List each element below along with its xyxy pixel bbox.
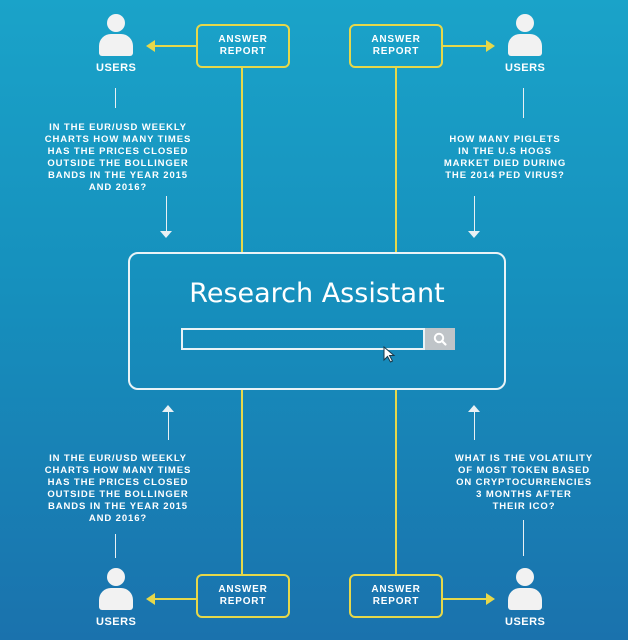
question-line: THE 2014 PED VIRUS? bbox=[445, 170, 565, 181]
user-label: USERS bbox=[505, 62, 546, 74]
arrow-right-icon bbox=[486, 40, 495, 52]
search-input[interactable] bbox=[181, 328, 425, 350]
question-line: THEIR ICO? bbox=[492, 501, 556, 512]
question-line: OUTSIDE THE BOLLINGER bbox=[47, 158, 189, 169]
user-line-top-left bbox=[115, 88, 116, 108]
question-top-right: HOW MANY PIGLETS IN THE U.S HOGS MARKET … bbox=[430, 134, 580, 182]
connector-bottom-right bbox=[395, 390, 397, 574]
question-line: OF MOST TOKEN BASED bbox=[458, 465, 590, 476]
user-label: USERS bbox=[96, 616, 137, 628]
question-line: HAS THE PRICES CLOSED bbox=[47, 477, 189, 488]
search-button[interactable] bbox=[425, 328, 455, 350]
question-line: ON CRYPTOCURRENCIES bbox=[456, 477, 592, 488]
question-bottom-left: IN THE EUR/USD WEEKLY CHARTS HOW MANY TI… bbox=[30, 453, 206, 525]
arrow-left-icon bbox=[146, 593, 155, 605]
user-line-bottom-right bbox=[523, 520, 524, 556]
user-bottom-left: USERS bbox=[96, 568, 136, 628]
user-bottom-right: USERS bbox=[505, 568, 545, 628]
arrow-down-icon bbox=[468, 231, 480, 238]
report-line2: REPORT bbox=[372, 596, 420, 607]
question-line: AND 2016? bbox=[88, 513, 148, 524]
search-icon bbox=[433, 332, 447, 346]
report-link-bottom-left bbox=[155, 598, 197, 600]
report-line1: ANSWER bbox=[218, 34, 268, 45]
report-line1: ANSWER bbox=[371, 584, 421, 595]
arrow-up-icon bbox=[468, 405, 480, 412]
question-line: CHARTS HOW MANY TIMES bbox=[44, 134, 192, 145]
report-line1: ANSWER bbox=[218, 584, 268, 595]
question-line-up-left bbox=[168, 412, 169, 440]
user-label: USERS bbox=[96, 62, 137, 74]
user-top-left: USERS bbox=[96, 14, 136, 74]
question-line: IN THE U.S HOGS bbox=[458, 146, 552, 157]
answer-report-bottom-right: ANSWER REPORT bbox=[349, 574, 443, 618]
question-line: HOW MANY PIGLETS bbox=[449, 134, 561, 145]
cursor-icon bbox=[383, 346, 396, 363]
user-icon bbox=[98, 568, 134, 614]
connector-bottom-left bbox=[241, 390, 243, 574]
research-assistant-panel: Research Assistant bbox=[128, 252, 506, 390]
answer-report-bottom-left: ANSWER REPORT bbox=[196, 574, 290, 618]
question-line: WHAT IS THE VOLATILITY bbox=[454, 453, 594, 464]
report-link-top-left bbox=[155, 45, 197, 47]
question-line: IN THE EUR/USD WEEKLY bbox=[49, 122, 187, 133]
question-line: MARKET DIED DURING bbox=[443, 158, 567, 169]
question-line: BANDS IN THE YEAR 2015 bbox=[48, 170, 188, 181]
report-link-top-right bbox=[443, 45, 487, 47]
question-line-down-left bbox=[166, 196, 167, 232]
arrow-right-icon bbox=[486, 593, 495, 605]
answer-report-top-left: ANSWER REPORT bbox=[196, 24, 290, 68]
research-assistant-title: Research Assistant bbox=[189, 278, 445, 309]
arrow-down-icon bbox=[160, 231, 172, 238]
arrow-up-icon bbox=[162, 405, 174, 412]
question-line: CHARTS HOW MANY TIMES bbox=[44, 465, 192, 476]
question-bottom-right: WHAT IS THE VOLATILITY OF MOST TOKEN BAS… bbox=[440, 453, 608, 513]
connector-top-left bbox=[241, 68, 243, 252]
user-icon bbox=[507, 568, 543, 614]
question-line: BANDS IN THE YEAR 2015 bbox=[48, 501, 188, 512]
report-line2: REPORT bbox=[372, 46, 420, 57]
question-line-up-right bbox=[474, 412, 475, 440]
report-line2: REPORT bbox=[219, 46, 267, 57]
user-label: USERS bbox=[505, 616, 546, 628]
report-line2: REPORT bbox=[219, 596, 267, 607]
question-line: AND 2016? bbox=[88, 182, 148, 193]
user-line-top-right bbox=[523, 88, 524, 118]
user-icon bbox=[98, 14, 134, 60]
user-icon bbox=[507, 14, 543, 60]
user-top-right: USERS bbox=[505, 14, 545, 74]
answer-report-top-right: ANSWER REPORT bbox=[349, 24, 443, 68]
question-line: IN THE EUR/USD WEEKLY bbox=[49, 453, 187, 464]
question-line: 3 MONTHS AFTER bbox=[476, 489, 572, 500]
arrow-left-icon bbox=[146, 40, 155, 52]
report-line1: ANSWER bbox=[371, 34, 421, 45]
question-top-left: IN THE EUR/USD WEEKLY CHARTS HOW MANY TI… bbox=[30, 122, 206, 194]
question-line: HAS THE PRICES CLOSED bbox=[47, 146, 189, 157]
report-link-bottom-right bbox=[443, 598, 487, 600]
connector-top-right bbox=[395, 68, 397, 252]
user-line-bottom-left bbox=[115, 534, 116, 558]
question-line: OUTSIDE THE BOLLINGER bbox=[47, 489, 189, 500]
question-line-down-right bbox=[474, 196, 475, 232]
